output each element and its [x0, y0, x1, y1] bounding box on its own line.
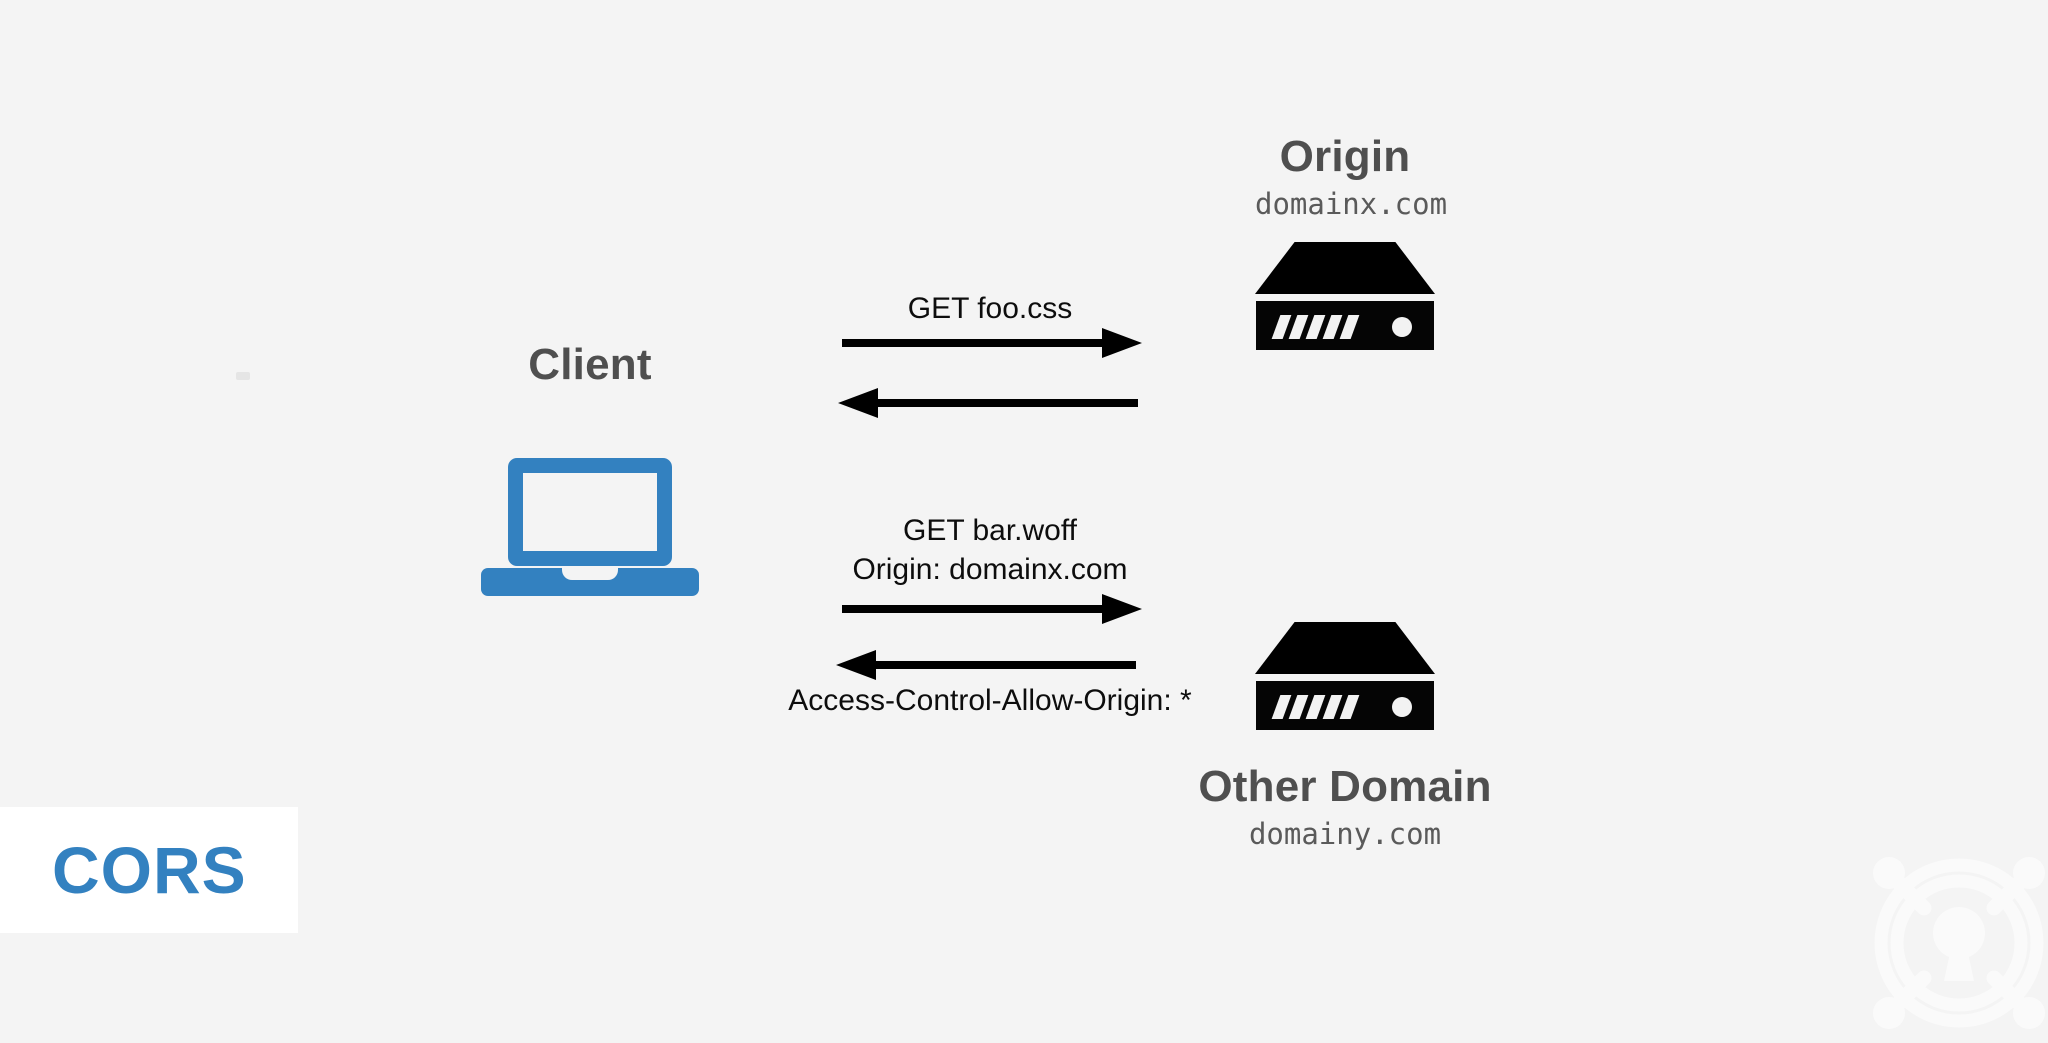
server-led	[1339, 695, 1360, 719]
server-led	[1305, 695, 1326, 719]
server-power-indicator	[1392, 697, 1412, 717]
exchange-1-request-label-line-1: GET foo.css	[907, 292, 1073, 325]
server-top	[1255, 242, 1435, 294]
origin-title: Origin	[1279, 132, 1411, 181]
laptop-notch	[562, 566, 618, 580]
exchange-1-response-arrow-left	[838, 386, 1140, 420]
server-led	[1322, 695, 1343, 719]
server-power-indicator	[1392, 317, 1412, 337]
exchange-2-response-arrow-left	[836, 648, 1138, 682]
server-led	[1271, 695, 1292, 719]
laptop-screen	[508, 458, 672, 566]
other-domain-domain: domainy.com	[1248, 817, 1442, 851]
exchange-2-request-label-line-2: Origin: domainx.com	[852, 553, 1128, 586]
exchange-2-request-label-line-1: GET bar.woff	[903, 514, 1077, 547]
keyhole-lock-watermark-icon	[1864, 848, 2048, 1038]
laptop-icon	[481, 458, 699, 598]
cors-badge-label: CORS	[52, 833, 247, 907]
server-led-group	[1271, 315, 1360, 339]
origin-domain: domainx.com	[1255, 187, 1448, 221]
server-led	[1288, 315, 1309, 339]
cors-badge: CORS	[0, 807, 298, 933]
stray-artifact	[236, 372, 250, 380]
server-icon	[1255, 622, 1435, 730]
server-icon	[1255, 242, 1435, 350]
exchange-2-request-arrow-right	[840, 592, 1142, 626]
server-body	[1256, 301, 1434, 350]
server-body	[1256, 681, 1434, 730]
server-led-group	[1271, 695, 1360, 719]
exchange-1-request-arrow-right	[840, 326, 1142, 360]
client-title: Client	[528, 340, 652, 389]
server-top	[1255, 622, 1435, 674]
server-led	[1288, 695, 1309, 719]
server-led	[1271, 315, 1292, 339]
other-domain-title: Other Domain	[1198, 762, 1492, 811]
server-led	[1305, 315, 1326, 339]
server-led	[1322, 315, 1343, 339]
exchange-2-response-label: Access-Control-Allow-Origin: *	[788, 684, 1192, 717]
server-led	[1339, 315, 1360, 339]
client-node: Client	[470, 340, 710, 598]
